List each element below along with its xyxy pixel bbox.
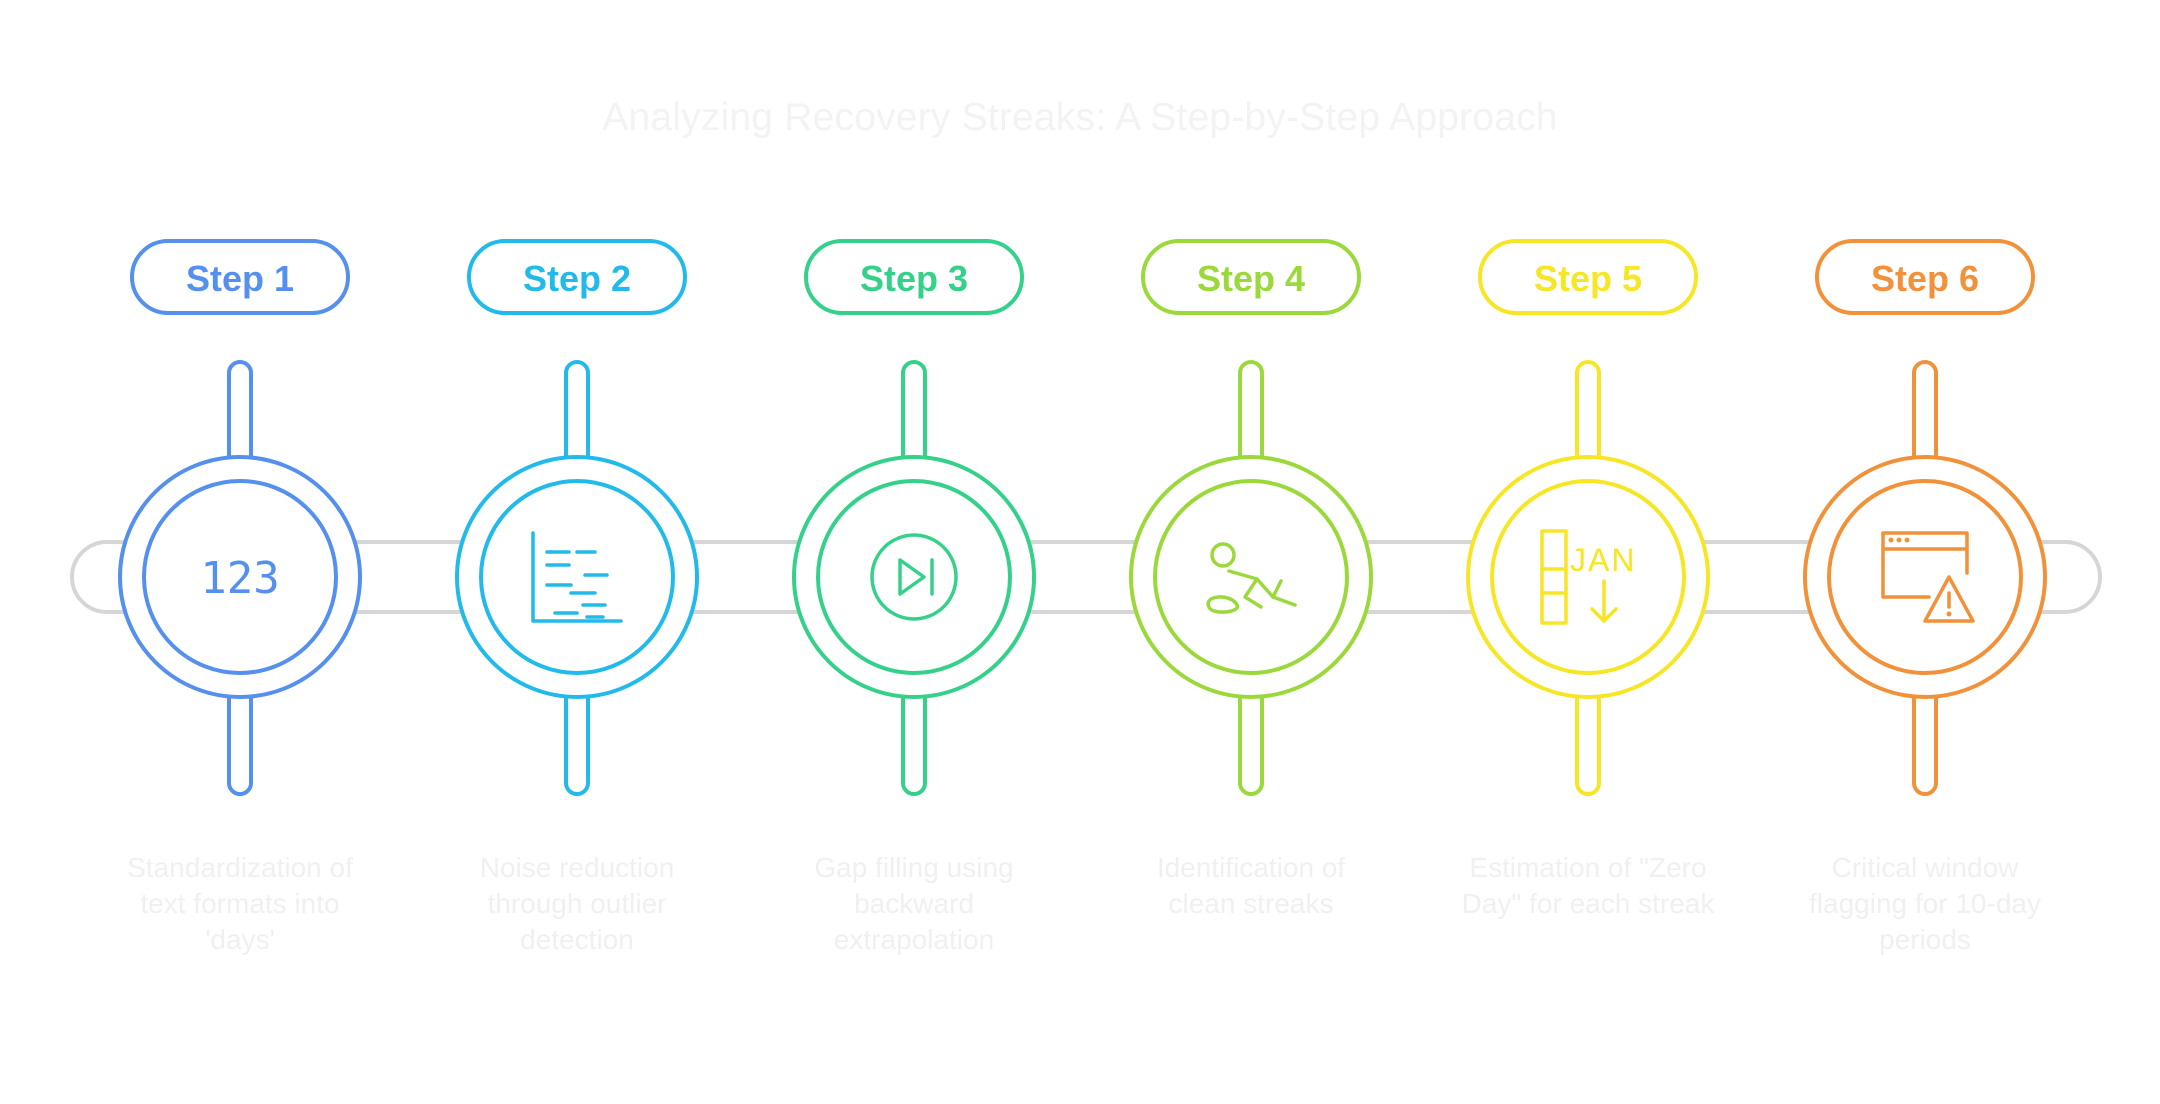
step-pill: Step 4: [1141, 239, 1361, 315]
circle-shape: [870, 533, 958, 621]
step-label: Step 5: [1534, 258, 1642, 299]
step-label: Step 2: [523, 258, 631, 299]
step-description: Identification of clean streaks: [1156, 852, 1346, 919]
diagram-title: Analyzing Recovery Streaks: A Step-by-St…: [602, 96, 1558, 139]
step-label: Step 4: [1197, 258, 1305, 299]
pill-shape: [130, 239, 350, 315]
step-node: Step 6: [1803, 239, 2047, 796]
step-pill: Step 1: [130, 239, 350, 315]
axis-shape: [531, 531, 623, 623]
skip-forward-icon: [870, 533, 958, 621]
dot-shape: [1904, 537, 1910, 543]
crawling-person-icon: [1206, 542, 1297, 614]
arrow-shape: [1590, 579, 1618, 623]
timeline-track: [70, 540, 2102, 614]
window-warning-icon: [1881, 531, 1975, 623]
step-node: Step 1 123: [118, 239, 362, 796]
inner-ring-shape: [1490, 479, 1686, 675]
step-label: Step 1: [186, 258, 294, 299]
step-description: Critical window flagging for 10-day peri…: [1809, 852, 2041, 955]
pill-shape: [804, 239, 1024, 315]
dot-shape: [1896, 537, 1902, 543]
step-node: Step 3: [792, 239, 1036, 796]
column-shape: [1540, 529, 1568, 625]
step-description: Standardization of text formats into 'da…: [127, 852, 353, 955]
warning-triangle-shape: [1923, 575, 1975, 623]
exclaim-dot-shape: [1946, 611, 1952, 617]
step-node: Step 4: [1129, 239, 1373, 796]
icon-text: JAN: [1570, 542, 1636, 578]
play-shape: [898, 558, 926, 596]
head-shape: [1210, 542, 1236, 568]
step-node: Step 2: [455, 239, 699, 796]
pill-shape: [1815, 239, 2035, 315]
step-label: Step 3: [860, 258, 968, 299]
step-description: Gap filling using backward extrapolation: [814, 852, 1014, 955]
step-label: Step 6: [1871, 258, 1979, 299]
step-pill: Step 2: [467, 239, 687, 315]
step-pill: Step 5: [1478, 239, 1698, 315]
inner-ring-shape: [816, 479, 1012, 675]
number-123-icon: 123: [200, 553, 279, 604]
pill-shape: [1478, 239, 1698, 315]
step-node: Step 5 JAN: [1466, 239, 1710, 796]
dot-shape: [1888, 537, 1894, 543]
body-shape: [1227, 569, 1297, 609]
pill-shape: [1141, 239, 1361, 315]
inner-ring-shape: [1827, 479, 2023, 675]
scatter-chart-icon: [531, 531, 623, 623]
step-description: Noise reduction through outlier detectio…: [479, 852, 675, 955]
inner-ring-shape: [479, 479, 675, 675]
stone-shape: [1206, 595, 1239, 614]
pill-shape: [467, 239, 687, 315]
step-description: Estimation of "Zero Day" for each streak: [1461, 852, 1715, 919]
window-shape: [1881, 531, 1969, 599]
step-pill: Step 6: [1815, 239, 2035, 315]
inner-ring-shape: [142, 479, 338, 675]
calendar-sort-icon: JAN: [1540, 529, 1636, 625]
step-pill: Step 3: [804, 239, 1024, 315]
icon-text: 123: [200, 553, 279, 604]
